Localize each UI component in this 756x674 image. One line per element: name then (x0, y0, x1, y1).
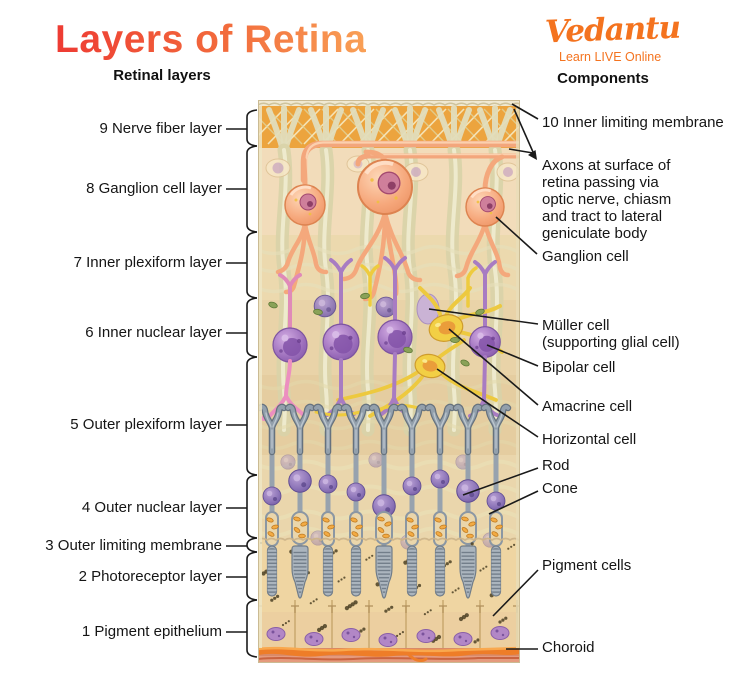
bracket-7-inner-plexiform-layer (246, 231, 258, 299)
photoreceptor-segments-art (266, 545, 502, 599)
components-heading: Components (557, 70, 649, 87)
layer-label-5-outer-plexiform-layer: 5 Outer plexiform layer (70, 416, 222, 433)
layer-label-3-outer-limiting-membrane: 3 Outer limiting membrane (45, 537, 222, 554)
page-title: Layers of Retina (55, 18, 367, 61)
vedantu-logo-wordmark: Vedantu (544, 9, 681, 51)
bracket-1-pigment-epithelium (246, 599, 258, 658)
component-label-cone: Cone (542, 480, 578, 497)
vedantu-logo-tagline: Learn LIVE Online (559, 50, 662, 64)
retinal-layers-heading: Retinal layers (113, 67, 211, 84)
layer-label-6-inner-nuclear-layer: 6 Inner nuclear layer (85, 324, 222, 341)
bracket-8-ganglion-cell-layer (246, 145, 258, 233)
bracket-5-outer-plexiform-layer (246, 356, 258, 476)
layer-label-2-photoreceptor-layer: 2 Photoreceptor layer (78, 568, 222, 585)
component-label-choroid: Choroid (542, 639, 595, 656)
layer-label-9-nerve-fiber-layer: 9 Nerve fiber layer (99, 120, 222, 137)
component-label-pigment-cells: Pigment cells (542, 557, 632, 574)
layer-label-4-outer-nuclear-layer: 4 Outer nuclear layer (81, 499, 222, 516)
bracket-2-photoreceptor-layer (246, 551, 258, 601)
layer-label-7-inner-plexiform-layer: 7 Inner plexiform layer (73, 254, 222, 271)
component-label-rod: Rod (542, 457, 570, 474)
left-cut-edge (258, 106, 262, 648)
layer-label-1-pigment-epithelium: 1 Pigment epithelium (81, 623, 222, 640)
component-label-ganglion-cell: Ganglion cell (542, 248, 629, 265)
choroid-art (258, 646, 520, 663)
retina-illustration (258, 100, 520, 663)
outer-limiting-membrane-art (258, 537, 520, 542)
arrowhead-icon (528, 150, 537, 160)
bracket-9-nerve-fiber-layer (246, 109, 258, 147)
pigment-epithelium-art (258, 600, 520, 648)
component-label-10-inner-limiting-membrane: 10 Inner limiting membrane (542, 114, 724, 131)
vedantu-logo: Vedantu Learn LIVE Online (544, 9, 715, 66)
bracket-3-outer-limiting-membrane (246, 537, 258, 553)
bracket-6-inner-nuclear-layer (246, 297, 258, 358)
component-label-amacrine-cell: Amacrine cell (542, 398, 633, 415)
layer-label-8-ganglion-cell-layer: 8 Ganglion cell layer (86, 180, 222, 197)
component-label-bipolar-cell: Bipolar cell (542, 359, 616, 376)
photoreceptor-cells-art (260, 407, 508, 549)
bracket-4-outer-nuclear-layer (246, 474, 258, 539)
component-label-axons-at-surface-of: Axons at surface of retina passing via o… (542, 157, 672, 242)
component-label-m-ller-cell: Müller cell (supporting glial cell) (542, 317, 680, 351)
component-label-horizontal-cell: Horizontal cell (542, 431, 637, 448)
